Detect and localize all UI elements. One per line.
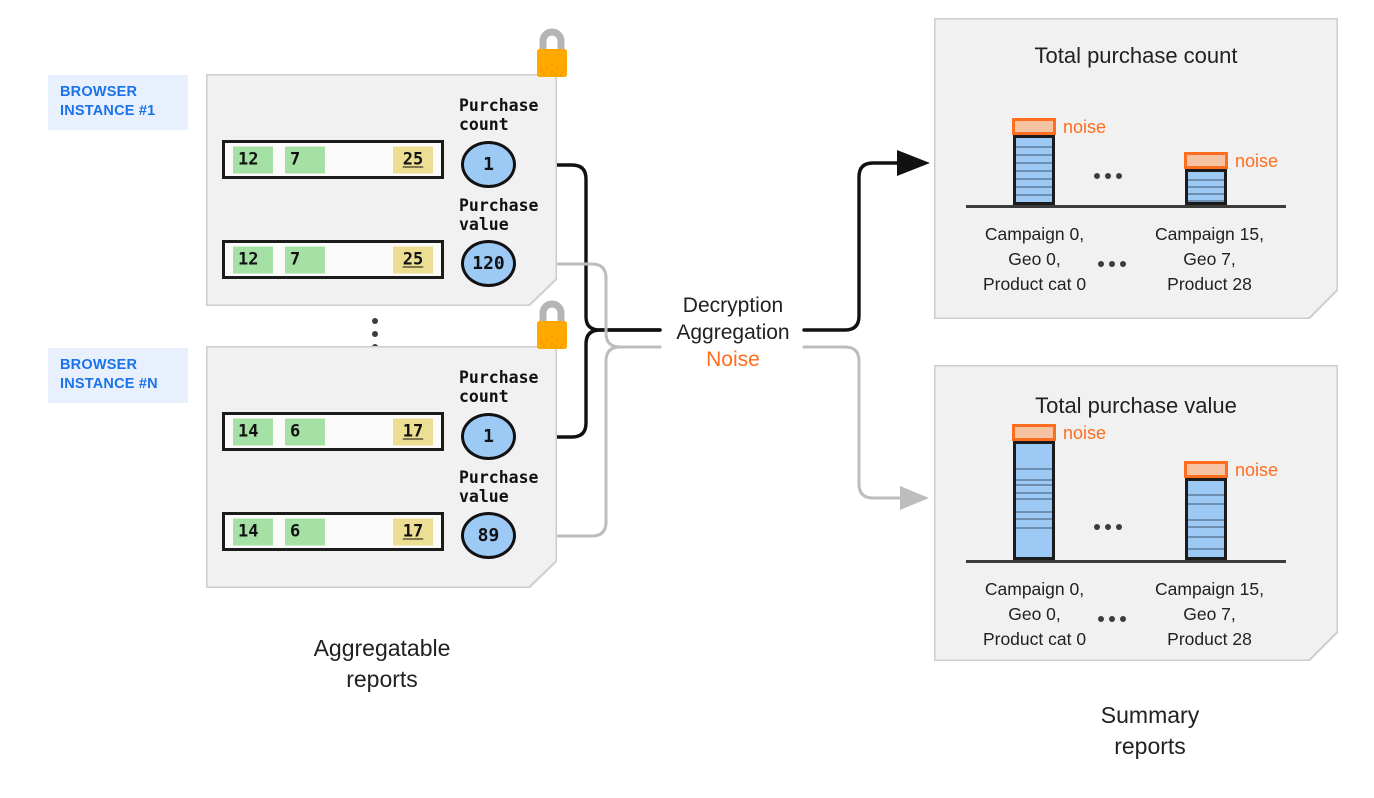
noise-label-value-bar-2: noise	[1235, 460, 1279, 480]
underlined-value: 25	[402, 149, 424, 170]
summary-title-value: Total purchase value	[1035, 393, 1237, 418]
report-cell-value: 25	[393, 246, 433, 273]
summary-bar-count-2	[1185, 169, 1227, 205]
summary-category-label-count-1: Campaign 0, Geo 0, Product cat 0	[982, 224, 1087, 294]
summary-bar-value-2	[1185, 478, 1227, 560]
horizontal-ellipsis-icon	[1098, 261, 1126, 267]
report-row-n-1: 14 6 17	[222, 412, 444, 451]
browser-instance-1-badge: BROWSER INSTANCE #1	[48, 75, 188, 130]
report-cell-value: 17	[393, 518, 433, 545]
noise-segment-count-bar-1	[1012, 118, 1056, 135]
underlined-value: 17	[402, 421, 424, 442]
summary-title-count: Total purchase count	[1034, 43, 1238, 68]
summary-category-label-count-2: Campaign 15, Geo 7, Product 28	[1155, 224, 1264, 294]
report-cell-campaign: 14	[233, 418, 273, 445]
encrypted-value-bubble-value-1: 120	[461, 240, 516, 287]
noise-label-value-bar-1: noise	[1063, 423, 1107, 443]
chart-baseline-count	[966, 205, 1286, 208]
hub-line-decryption: Decryption	[682, 294, 784, 317]
summary-bar-count-1	[1013, 135, 1055, 205]
report-row-n-2: 14 6 17	[222, 512, 444, 551]
padlock-icon	[531, 296, 573, 356]
summary-reports-caption: Summary reports	[1100, 702, 1200, 759]
noise-label-count-bar-1: noise	[1063, 117, 1107, 137]
encrypted-value-bubble-count-n: 1	[461, 413, 516, 460]
noise-segment-count-bar-2	[1184, 152, 1228, 169]
hub-line-aggregation: Aggregation	[676, 321, 790, 344]
metric-label-purchase-count-1: Purchase count	[459, 96, 539, 134]
hub-line-noise: Noise	[706, 348, 760, 371]
chart-baseline-value	[966, 560, 1286, 563]
noise-segment-value-bar-1	[1012, 424, 1056, 441]
browser-instance-n-badge: BROWSER INSTANCE #N	[48, 348, 188, 403]
summary-category-label-value-1: Campaign 0, Geo 0, Product cat 0	[982, 579, 1087, 649]
encrypted-value-bubble-count-1: 1	[461, 141, 516, 188]
underlined-value: 25	[402, 249, 424, 270]
report-cell-geo: 6	[285, 518, 325, 545]
underlined-value: 17	[402, 521, 424, 542]
report-row-1-1: 12 7 25	[222, 140, 444, 179]
summary-report-card-count	[934, 18, 1338, 319]
aggregatable-reports-caption: Aggregatable reports	[313, 635, 451, 692]
metric-label-purchase-count-n: Purchase count	[459, 368, 539, 406]
report-cell-campaign: 12	[233, 246, 273, 273]
summary-category-label-value-2: Campaign 15, Geo 7, Product 28	[1155, 579, 1264, 649]
report-cell-campaign: 14	[233, 518, 273, 545]
report-cell-geo: 6	[285, 418, 325, 445]
processing-hub: Decryption Aggregation Noise	[660, 292, 806, 373]
metric-label-purchase-value-1: Purchase value	[459, 196, 539, 234]
encrypted-value-bubble-value-n: 89	[461, 512, 516, 559]
report-cell-geo: 7	[285, 146, 325, 173]
horizontal-ellipsis-icon	[1094, 173, 1122, 179]
metric-label-purchase-value-n: Purchase value	[459, 468, 539, 506]
report-cell-geo: 7	[285, 246, 325, 273]
summary-card-count-shape	[934, 18, 1338, 319]
report-cell-campaign: 12	[233, 146, 273, 173]
noise-label-count-bar-2: noise	[1235, 151, 1279, 171]
horizontal-ellipsis-icon	[1094, 524, 1122, 530]
padlock-icon	[531, 24, 573, 84]
report-cell-value: 17	[393, 418, 433, 445]
horizontal-ellipsis-icon	[1098, 616, 1126, 622]
noise-segment-value-bar-2	[1184, 461, 1228, 478]
report-cell-value: 25	[393, 146, 433, 173]
report-row-1-2: 12 7 25	[222, 240, 444, 279]
summary-bar-value-1	[1013, 441, 1055, 560]
